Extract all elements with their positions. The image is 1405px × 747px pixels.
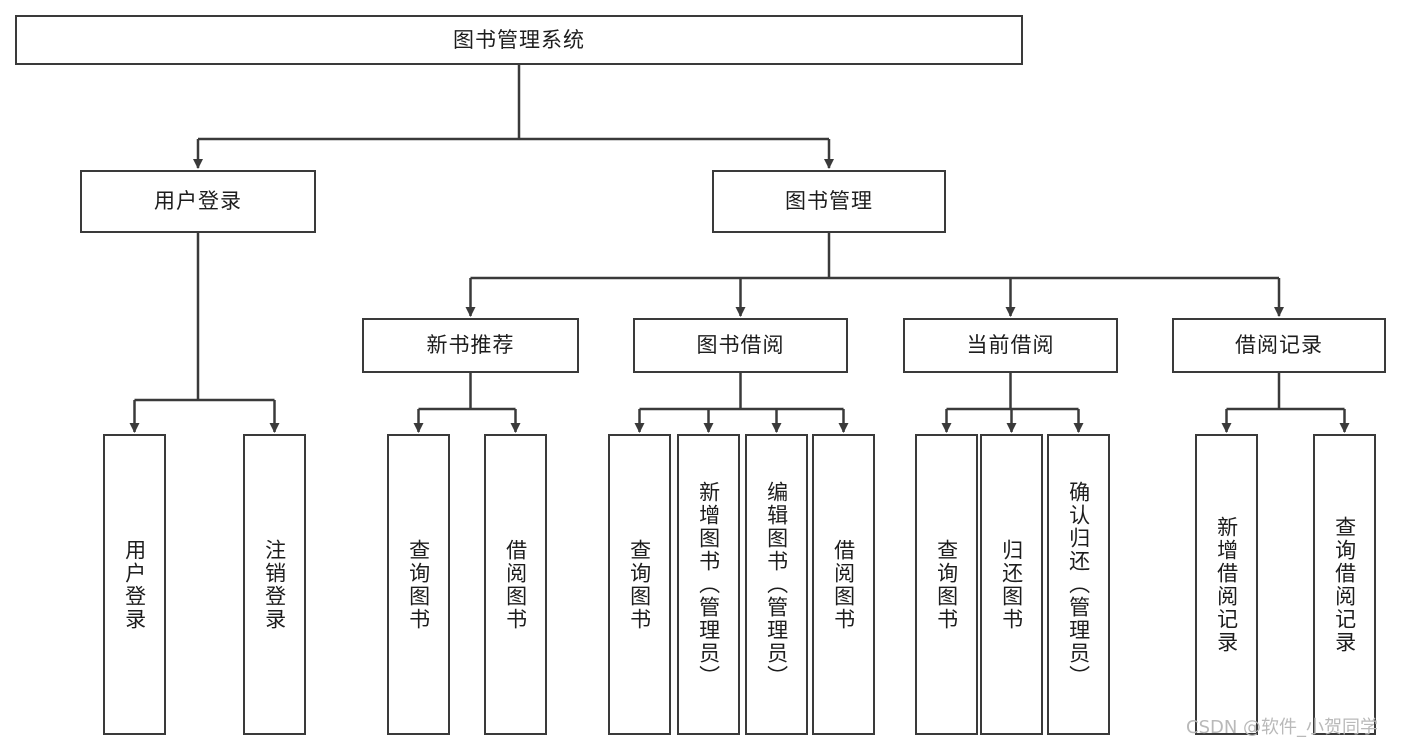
leaf-node-3[interactable]: 借阅图书	[484, 434, 547, 735]
root-node-label: 图书管理系统	[453, 27, 585, 52]
level1-node-1[interactable]: 图书管理	[712, 170, 946, 233]
leaf-node-label: 确认归还（管理员）	[1066, 481, 1091, 688]
level2-node-1[interactable]: 图书借阅	[633, 318, 848, 373]
leaf-node-label: 查询图书	[934, 538, 959, 631]
leaf-node-label: 查询图书	[627, 538, 652, 631]
leaf-node-0[interactable]: 用户登录	[103, 434, 166, 735]
leaf-node-11[interactable]: 新增借阅记录	[1195, 434, 1258, 735]
leaf-node-2[interactable]: 查询图书	[387, 434, 450, 735]
level1-node-label: 图书管理	[785, 189, 873, 214]
leaf-node-7[interactable]: 借阅图书	[812, 434, 875, 735]
level2-node-label: 图书借阅	[696, 333, 785, 358]
leaf-node-label: 用户登录	[122, 538, 147, 631]
level1-node-label: 用户登录	[154, 189, 242, 214]
level2-node-label: 新书推荐	[426, 333, 515, 358]
leaf-node-label: 新增借阅记录	[1214, 515, 1239, 654]
level2-node-0[interactable]: 新书推荐	[362, 318, 579, 373]
leaf-node-8[interactable]: 查询图书	[915, 434, 978, 735]
leaf-node-label: 注销登录	[262, 538, 287, 631]
leaf-node-label: 新增图书（管理员）	[696, 481, 721, 688]
root-node-0[interactable]: 图书管理系统	[15, 15, 1023, 65]
leaf-node-label: 归还图书	[999, 538, 1024, 631]
level2-node-label: 当前借阅	[966, 333, 1055, 358]
leaf-node-9[interactable]: 归还图书	[980, 434, 1043, 735]
leaf-node-label: 借阅图书	[831, 538, 856, 631]
leaf-node-12[interactable]: 查询借阅记录	[1313, 434, 1376, 735]
level2-node-label: 借阅记录	[1235, 333, 1323, 358]
leaf-node-10[interactable]: 确认归还（管理员）	[1047, 434, 1110, 735]
level1-node-0[interactable]: 用户登录	[80, 170, 316, 233]
csdn-watermark: CSDN @软件_小贺同学	[1186, 717, 1379, 738]
leaf-node-label: 借阅图书	[503, 538, 528, 631]
leaf-node-6[interactable]: 编辑图书（管理员）	[745, 434, 808, 735]
leaf-node-5[interactable]: 新增图书（管理员）	[677, 434, 740, 735]
level2-node-2[interactable]: 当前借阅	[903, 318, 1118, 373]
leaf-node-label: 查询借阅记录	[1332, 515, 1357, 654]
leaf-node-label: 编辑图书（管理员）	[764, 481, 789, 688]
leaf-node-4[interactable]: 查询图书	[608, 434, 671, 735]
level2-node-3[interactable]: 借阅记录	[1172, 318, 1386, 373]
leaf-node-1[interactable]: 注销登录	[243, 434, 306, 735]
leaf-node-label: 查询图书	[406, 538, 431, 631]
